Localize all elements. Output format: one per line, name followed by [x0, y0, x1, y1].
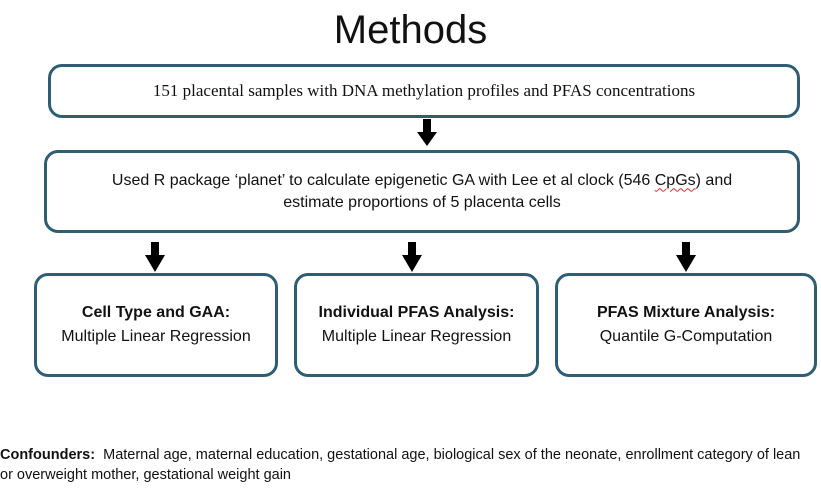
planet-line-1: Used R package ‘planet’ to calculate epi…: [112, 170, 732, 192]
cell-type-gaa-method: Multiple Linear Regression: [61, 328, 251, 345]
arrow-planet-to-pfas-mixture: [676, 242, 696, 272]
pfas-mixture-box: PFAS Mixture Analysis: Quantile G-Comput…: [555, 273, 817, 377]
cell-type-gaa-box: Cell Type and GAA: Multiple Linear Regre…: [34, 273, 278, 377]
pfas-mixture-method: Quantile G-Computation: [599, 328, 773, 345]
confounders-text: Maternal age, maternal education, gestat…: [0, 447, 801, 483]
planet-line-1-end: ) and: [695, 171, 733, 189]
samples-text: 151 placental samples with DNA methylati…: [152, 81, 696, 100]
arrow-planet-to-cell-type: [145, 242, 165, 272]
cell-type-gaa-title: Cell Type and GAA:: [81, 304, 231, 321]
planet-line-2: estimate proportions of 5 placenta cells: [283, 193, 561, 211]
individual-pfas-title: Individual PFAS Analysis:: [318, 304, 515, 321]
confounders-note: Confounders: Maternal age, maternal educ…: [0, 445, 810, 485]
diagram-title: Methods: [333, 8, 488, 52]
arrow-samples-to-planet: [417, 119, 437, 146]
individual-pfas-method: Multiple Linear Regression: [321, 328, 512, 345]
samples-box: 151 placental samples with DNA methylati…: [48, 64, 800, 118]
planet-line-1-start: Used R package ‘planet’ to calculate epi…: [111, 171, 655, 189]
individual-pfas-box: Individual PFAS Analysis: Multiple Linea…: [294, 273, 539, 377]
spellcheck-flagged-word: CpGs: [654, 171, 696, 189]
pfas-mixture-title: PFAS Mixture Analysis:: [596, 304, 776, 321]
arrow-planet-to-individual-pfas: [402, 242, 422, 272]
confounders-label: Confounders:: [0, 447, 96, 463]
planet-box: Used R package ‘planet’ to calculate epi…: [44, 150, 800, 233]
